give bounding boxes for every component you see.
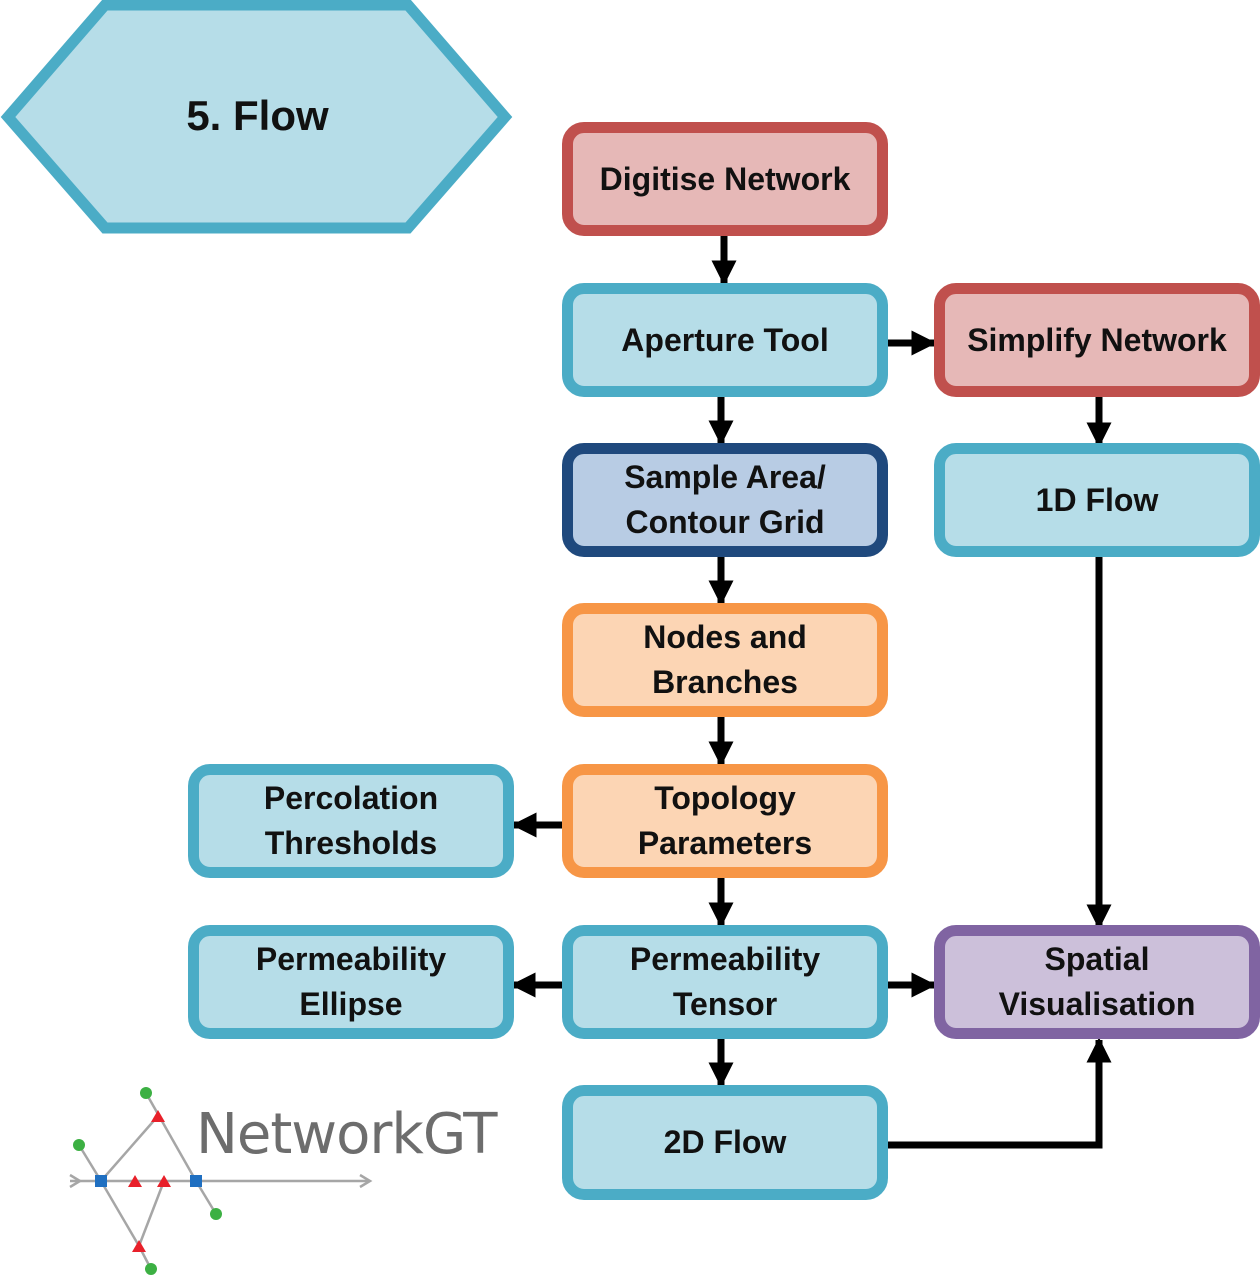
node-1d-flow: 1D Flow <box>934 443 1260 557</box>
logo-wordmark: NetworkGT <box>196 1102 497 1167</box>
node-nodes-branches: Nodes and Branches <box>562 603 888 717</box>
section-title: 5. Flow <box>186 92 329 139</box>
arrow-2dflow-to-spatial <box>886 1037 1112 1149</box>
node-digitise-network: Digitise Network <box>562 122 888 236</box>
node-simplify-network: Simplify Network <box>934 283 1260 397</box>
node-permeability-tensor: Permeability Tensor <box>562 925 888 1039</box>
node-spatial-visualisation: Spatial Visualisation <box>934 925 1260 1039</box>
node-aperture-tool: Aperture Tool <box>562 283 888 397</box>
node-percolation-thresholds: Percolation Thresholds <box>188 764 514 878</box>
node-2d-flow: 2D Flow <box>562 1085 888 1200</box>
node-topology-parameters: Topology Parameters <box>562 764 888 878</box>
node-permeability-ellipse: Permeability Ellipse <box>188 925 514 1039</box>
node-sample-area: Sample Area/ Contour Grid <box>562 443 888 557</box>
